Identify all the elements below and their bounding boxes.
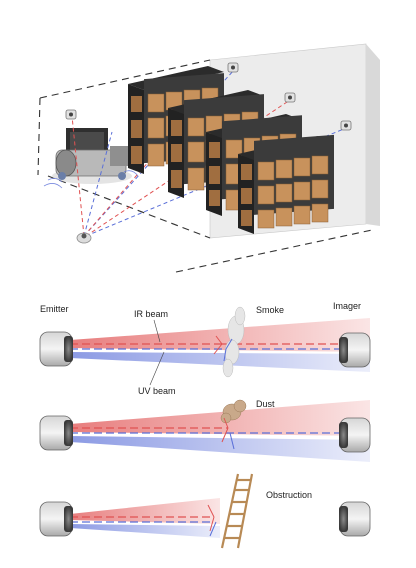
receiver-back-1 [228,63,238,72]
warehouse-scene [38,44,380,272]
emitter-label: Emitter [40,304,69,314]
beam-emitter [77,233,91,243]
imager-device [339,333,370,367]
emitter-device [40,502,73,536]
machine [44,128,138,188]
obstruction-label: Obstruction [266,490,312,500]
receiver-left [66,110,76,119]
receiver-back-2 [285,93,295,102]
uv-beam-label: UV beam [138,386,176,396]
right-wall [366,44,380,226]
dust-label: Dust [256,399,275,409]
beam-diagram: Emitter Imager [30,298,378,550]
ir-beam-label: IR beam [134,309,168,319]
imager-device [339,418,370,452]
receiver-back-3 [341,121,351,130]
emitter-device [40,416,73,450]
imager-label: Imager [333,301,361,311]
smoke-label: Smoke [256,305,284,315]
imager-device [339,502,370,536]
emitter-device [40,332,73,366]
